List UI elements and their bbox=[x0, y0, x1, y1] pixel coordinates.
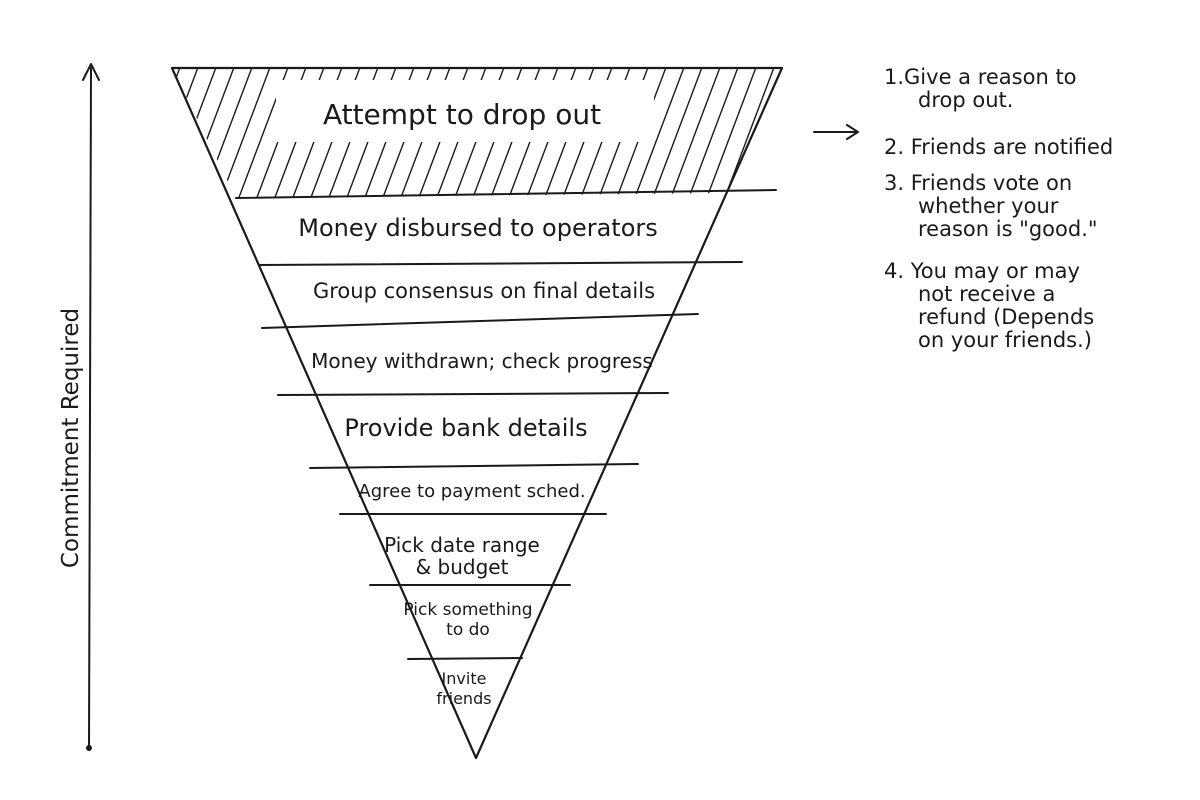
funnel-layer-label: Pick date range& budget bbox=[384, 533, 540, 579]
dropout-layer-label: Attempt to drop out bbox=[323, 98, 601, 131]
axis-label: Commitment Required bbox=[58, 308, 84, 568]
hatch-stroke bbox=[172, 68, 201, 198]
hatch-stroke bbox=[651, 68, 705, 198]
commitment-axis: Commitment Required bbox=[58, 63, 100, 751]
layer-dividers bbox=[235, 189, 777, 660]
funnel-layer-label: Money withdrawn; check progress bbox=[311, 349, 653, 373]
hatch-stroke bbox=[633, 68, 687, 198]
funnel-outline bbox=[170, 66, 784, 760]
axis-arrowhead-icon bbox=[82, 63, 100, 81]
divider-line bbox=[277, 392, 669, 396]
hatch-stroke bbox=[687, 68, 741, 198]
hatch-stroke bbox=[705, 68, 759, 198]
divider-line bbox=[261, 313, 699, 329]
hatch-stroke bbox=[669, 68, 723, 198]
hatch-stroke bbox=[219, 68, 273, 198]
funnel-layer-label: Agree to payment sched. bbox=[358, 481, 585, 502]
axis-origin-dot-icon bbox=[86, 745, 92, 751]
divider-line bbox=[259, 261, 743, 266]
axis-line bbox=[88, 67, 92, 749]
divider-line bbox=[407, 657, 523, 660]
funnel-layer-label: Money disbursed to operators bbox=[298, 214, 658, 242]
hatch-stroke bbox=[172, 68, 183, 198]
divider-line bbox=[235, 189, 777, 199]
arrow-right-icon bbox=[846, 124, 859, 140]
divider-line bbox=[309, 463, 639, 469]
funnel-layer-label: Provide bank details bbox=[344, 414, 587, 442]
dropout-arrow bbox=[813, 124, 859, 140]
funnel-layer-label: Group consensus on final details bbox=[313, 279, 655, 303]
dropout-step: 2. Friends are notified bbox=[884, 135, 1113, 159]
dropout-label-backdrop bbox=[276, 80, 654, 142]
